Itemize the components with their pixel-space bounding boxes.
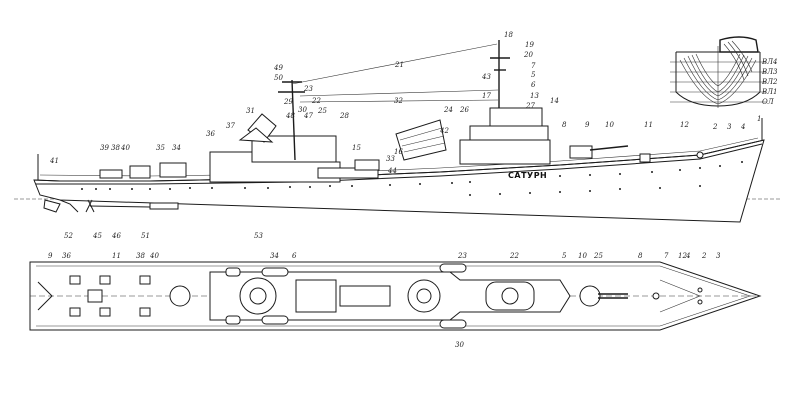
plan-callout-10: 10 xyxy=(578,252,587,260)
callout-23: 23 xyxy=(303,85,313,93)
callout-12: 12 xyxy=(680,121,689,129)
callout-36: 36 xyxy=(206,130,215,138)
callout-18: 18 xyxy=(504,31,513,39)
callout-35: 35 xyxy=(156,144,165,152)
callout-38: 38 xyxy=(111,144,120,152)
plan-callout-30: 30 xyxy=(455,341,464,349)
callout-3: 3 xyxy=(727,123,732,131)
callout-22: 22 xyxy=(311,97,321,105)
plan-view xyxy=(29,261,762,331)
plan-callouts: 2 3 4 5 6 7 8 9 10 11 12 22 23 25 30 34 … xyxy=(48,252,721,349)
callout-6: 6 xyxy=(531,81,536,89)
callout-34: 34 xyxy=(172,144,181,152)
profile-callouts: 1 2 3 4 5 6 7 8 9 10 11 12 13 14 15 16 1… xyxy=(49,31,761,240)
callout-2: 2 xyxy=(712,123,718,131)
callout-10: 10 xyxy=(605,121,614,129)
plan-callout-22: 22 xyxy=(509,252,519,260)
callout-39: 39 xyxy=(100,144,109,152)
callout-43: 43 xyxy=(481,73,491,81)
callout-15: 15 xyxy=(352,144,361,152)
plan-callout-3: 3 xyxy=(716,252,721,260)
callout-44: 44 xyxy=(387,167,397,175)
callout-4: 4 xyxy=(740,123,745,131)
callout-5: 5 xyxy=(531,71,536,79)
callout-1: 1 xyxy=(757,115,761,123)
callout-8: 8 xyxy=(562,121,567,129)
bp-label-1: ВЛ4 xyxy=(761,58,777,66)
plan-callout-12: 12 xyxy=(678,252,687,260)
plan-callout-11: 11 xyxy=(112,252,121,260)
plan-callout-40: 40 xyxy=(149,252,159,260)
bp-label-5: ОЛ xyxy=(762,98,774,106)
plan-callout-25: 25 xyxy=(593,252,603,260)
callout-32: 32 xyxy=(394,97,403,105)
plan-callout-23: 23 xyxy=(457,252,467,260)
callout-30: 30 xyxy=(298,106,307,114)
callout-37: 37 xyxy=(226,122,235,130)
callout-47: 47 xyxy=(303,112,313,120)
callout-48: 48 xyxy=(285,112,295,120)
callout-40: 40 xyxy=(120,144,130,152)
side-profile: САТУРН xyxy=(14,40,780,223)
callout-16: 16 xyxy=(394,148,403,156)
body-plan-callouts: ВЛ4 ВЛ3 ВЛ2 ВЛ1 ОЛ xyxy=(761,58,778,106)
plan-callout-7: 7 xyxy=(664,252,669,260)
callout-14: 14 xyxy=(550,97,559,105)
plan-callout-6: 6 xyxy=(292,252,297,260)
callout-20: 20 xyxy=(523,51,533,59)
bp-label-3: ВЛ2 xyxy=(761,78,778,86)
plan-callout-8: 8 xyxy=(638,252,643,260)
callout-45: 45 xyxy=(92,232,102,240)
callout-50: 50 xyxy=(274,74,283,82)
callout-21: 21 xyxy=(394,61,404,69)
plan-callout-34: 34 xyxy=(270,252,279,260)
callout-7: 7 xyxy=(531,62,536,70)
callout-49: 49 xyxy=(273,64,283,72)
callout-9: 9 xyxy=(585,121,590,129)
callout-46: 46 xyxy=(111,232,121,240)
callout-31: 31 xyxy=(246,107,255,115)
ship-name: САТУРН xyxy=(508,171,547,180)
callout-42: 42 xyxy=(439,127,449,135)
plan-callout-2: 2 xyxy=(701,252,707,260)
callout-41: 41 xyxy=(49,157,59,165)
callout-13: 13 xyxy=(530,92,539,100)
plan-callout-36: 36 xyxy=(62,252,71,260)
plan-callout-5: 5 xyxy=(562,252,567,260)
plan-callout-4: 4 xyxy=(685,252,690,260)
bp-label-2: ВЛ3 xyxy=(761,68,778,76)
callout-19: 19 xyxy=(525,41,534,49)
callout-25: 25 xyxy=(317,107,327,115)
bp-label-4: ВЛ1 xyxy=(761,88,777,96)
callout-27: 27 xyxy=(525,102,535,110)
body-plan xyxy=(670,36,766,108)
plan-callout-9: 9 xyxy=(48,252,53,260)
plan-callout-38: 38 xyxy=(136,252,145,260)
callout-28: 28 xyxy=(339,112,349,120)
callout-52: 52 xyxy=(64,232,73,240)
callout-29: 29 xyxy=(283,98,293,106)
callout-26: 26 xyxy=(459,106,469,114)
callout-33: 33 xyxy=(386,155,395,163)
callout-53: 53 xyxy=(254,232,263,240)
callout-17: 17 xyxy=(482,92,491,100)
callout-24: 24 xyxy=(443,106,453,114)
callout-11: 11 xyxy=(644,121,653,129)
callout-51: 51 xyxy=(141,232,150,240)
